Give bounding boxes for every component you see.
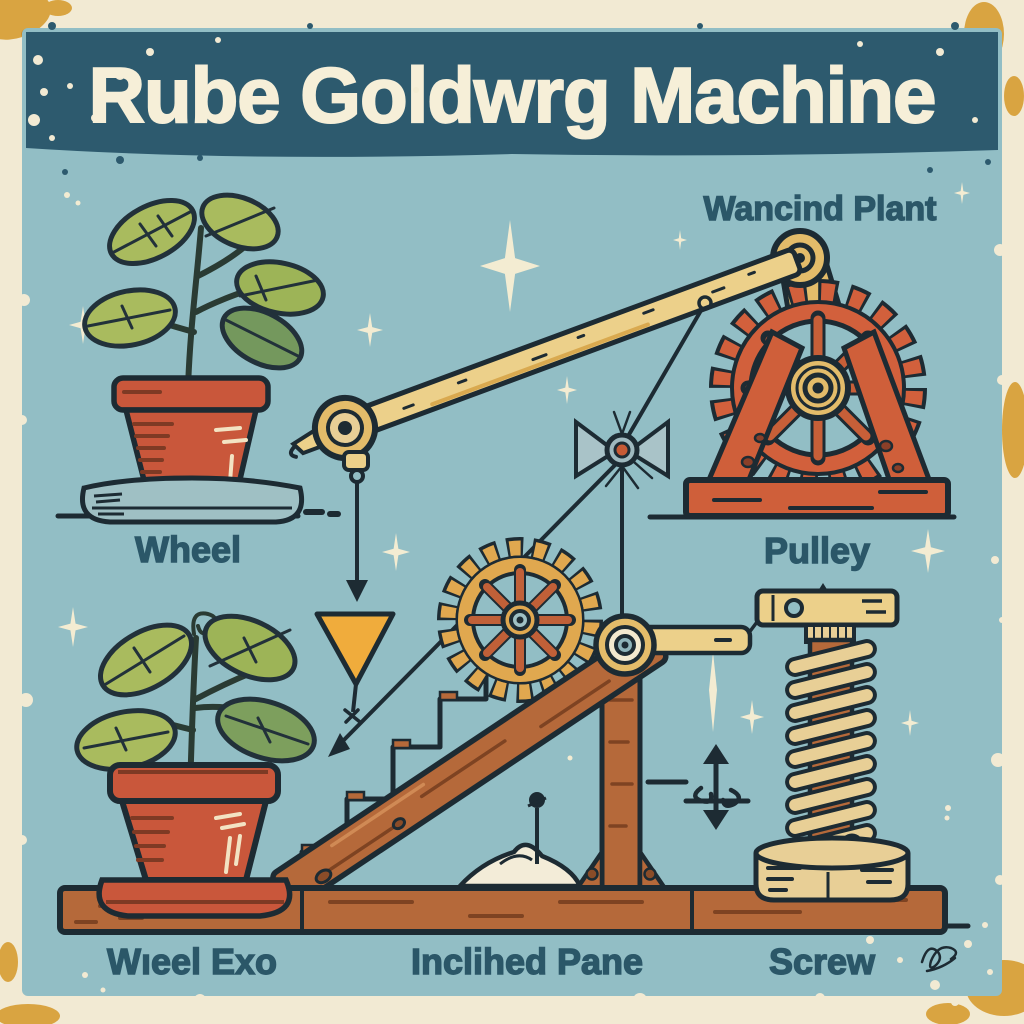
plant-leaves <box>82 192 326 371</box>
sand-pile <box>457 792 583 889</box>
fan-pulley-wheel <box>574 410 670 492</box>
pivot-joint <box>593 608 768 677</box>
screw-jack <box>753 583 911 903</box>
label-wancind-plant: Wancind Plant <box>704 190 937 228</box>
beam-tab <box>342 450 370 472</box>
sparkle-stars <box>58 87 970 761</box>
label-inclined-pane: Inclihed Pane <box>411 941 643 982</box>
leaf-veins <box>86 206 320 358</box>
gear-teeth <box>709 279 927 497</box>
terracotta-pot <box>107 762 281 883</box>
banner-speckles <box>28 37 978 141</box>
pot-base-disc <box>80 475 304 525</box>
sparkle-streak <box>709 652 717 732</box>
diagonal-arrowhead <box>328 733 350 757</box>
funnel-stem <box>351 683 358 713</box>
labels: Wancind Plant Wheel Pulley Wıeel Exo Inc… <box>106 189 937 982</box>
leaf-veins <box>82 628 310 752</box>
rope-attach-ring <box>697 295 713 311</box>
down-arrowhead <box>346 580 368 602</box>
label-screw: Screw <box>769 941 876 982</box>
border-grunge-dots <box>17 244 1007 1011</box>
beam-to-fan-rope <box>625 305 705 440</box>
label-pulley: Pulley <box>764 530 870 571</box>
double-arrow-symbol <box>683 744 751 830</box>
title-banner: Rube Goldwrg Machine <box>26 22 998 175</box>
gear-stand <box>683 328 951 519</box>
funnel-triangle <box>314 611 396 687</box>
center-gear <box>437 537 603 703</box>
banner-outer-speckles <box>48 22 991 175</box>
crane-beam <box>288 247 803 484</box>
cross-tick <box>343 708 362 724</box>
beam-speckles <box>402 270 756 410</box>
potted-plant-bottom-left <box>74 611 317 919</box>
potted-plant-top-left <box>80 192 326 525</box>
screw-top-cap <box>754 583 900 628</box>
label-wheel-exo: Wıeel Exo <box>107 941 277 982</box>
artist-signature <box>920 946 958 973</box>
screw-coil <box>785 639 877 861</box>
poster-title: Rube Goldwrg Machine <box>89 51 936 139</box>
pot-saucer <box>96 877 293 919</box>
label-wheel: Wheel <box>135 529 241 570</box>
screw-base <box>753 833 911 903</box>
